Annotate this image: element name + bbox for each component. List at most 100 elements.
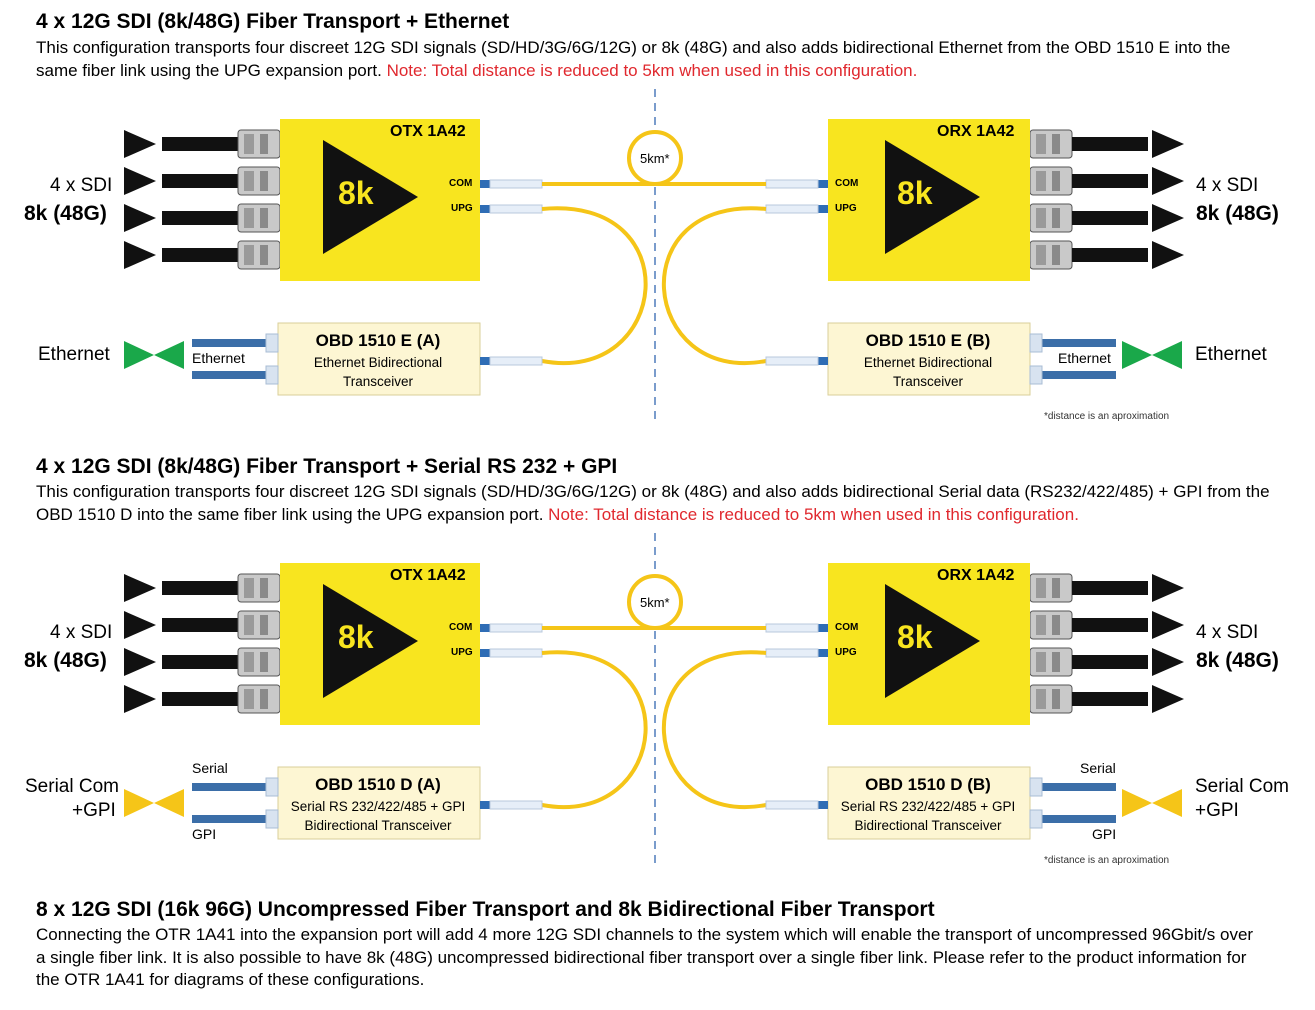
- section-1-desc-text: This configuration transports four discr…: [36, 38, 1231, 80]
- rx-port-connector-2: [818, 205, 828, 213]
- right-bidirectional-icon: [1122, 789, 1152, 817]
- left-sdi-format: 8k (48G): [24, 649, 107, 672]
- left-box-subtitle-1: Ethernet Bidirectional: [313, 355, 443, 370]
- left-aux-label-2: +GPI: [72, 800, 116, 821]
- right-aux-label: Ethernet: [1195, 344, 1267, 365]
- left-sdi-arrow-1: [124, 130, 156, 158]
- tx-device-name: OTX 1A42: [390, 123, 466, 140]
- left-bnc-connector-3-ring: [244, 652, 254, 672]
- left-bnc-connector-4-ring-2: [260, 689, 268, 709]
- left-bnc-connector-2-ring: [244, 615, 254, 635]
- right-aux-label-2: +GPI: [1195, 800, 1239, 821]
- tx-signal-triangle: [323, 584, 418, 698]
- rx-port-com: COM: [835, 622, 859, 633]
- diagram-serial-drawing: [124, 533, 1184, 863]
- left-sdi-count: 4 x SDI: [50, 175, 113, 196]
- left-cable-label: Ethernet: [192, 350, 245, 366]
- left-aux-label: Ethernet: [38, 344, 110, 365]
- left-aux-cable-1: [192, 339, 268, 347]
- left-sdi-arrow-4: [124, 685, 156, 713]
- left-obd-fiber-connector: [480, 801, 490, 809]
- right-box-subtitle-1: Ethernet Bidirectional: [863, 355, 993, 370]
- left-aux-plug-1: [265, 777, 279, 797]
- right-bnc-connector-2-ring-2: [1052, 171, 1060, 191]
- section-1-title: 4 x 12G SDI (8k/48G) Fiber Transport + E…: [36, 10, 510, 33]
- left-box-subtitle-2: Bidirectional Transceiver: [304, 818, 452, 833]
- tx-port-connector-1: [480, 624, 490, 632]
- tx-port-connector-1: [480, 180, 490, 188]
- tx-port-boot-1: [489, 623, 543, 633]
- left-box-subtitle-1: Serial RS 232/422/485 + GPI: [290, 799, 466, 814]
- rx-port-connector-2: [818, 649, 828, 657]
- right-sdi-format: 8k (48G): [1196, 202, 1279, 225]
- tx-device-name: OTX 1A42: [390, 567, 466, 584]
- right-aux-plug-2: [1029, 809, 1043, 829]
- right-sdi-arrow-1: [1152, 574, 1184, 602]
- left-aux-plug-1: [265, 333, 279, 353]
- left-cable-serial-label: Serial: [192, 760, 228, 776]
- left-box-title: OBD 1510 D (A): [315, 775, 441, 794]
- right-box-subtitle-2: Transceiver: [892, 374, 964, 389]
- left-upg-fiber: [541, 206, 648, 365]
- right-bnc-connector-1-ring: [1036, 134, 1046, 154]
- right-bnc-connector-3-ring-2: [1052, 652, 1060, 672]
- rx-triangle-label: 8k: [897, 619, 933, 655]
- left-bnc-connector-4-ring: [244, 245, 254, 265]
- left-sdi-count: 4 x SDI: [50, 622, 113, 643]
- distance-footnote: *distance is an aproximation: [1044, 411, 1170, 422]
- left-bnc-connector-3-ring-2: [260, 208, 268, 228]
- right-bnc-connector-4-ring: [1036, 689, 1046, 709]
- right-upg-fiber: [662, 206, 767, 365]
- right-cable-label: Ethernet: [1058, 350, 1111, 366]
- tx-port-com: COM: [449, 178, 473, 189]
- section-1-note: Note: Total distance is reduced to 5km w…: [386, 60, 918, 80]
- left-sdi-cable-2: [162, 174, 238, 188]
- left-sdi-arrow-2: [124, 611, 156, 639]
- right-box-title: OBD 1510 D (B): [865, 775, 991, 794]
- left-bnc-connector-3-ring: [244, 208, 254, 228]
- left-bnc-connector-2-ring: [244, 171, 254, 191]
- right-aux-cable-2: [1040, 815, 1116, 823]
- right-sdi-arrow-3: [1152, 204, 1184, 232]
- section-1-description: This configuration transports four discr…: [36, 37, 1276, 82]
- right-sdi-arrow-4: [1152, 685, 1184, 713]
- tx-port-connector-2: [480, 205, 490, 213]
- rx-device-name: ORX 1A42: [937, 123, 1015, 140]
- rx-signal-triangle: [885, 140, 980, 254]
- right-sdi-cable-4: [1072, 692, 1148, 706]
- tx-signal-triangle: [323, 140, 418, 254]
- diagram-ethernet: 4 x SDI 8k (48G) 4 x SDI 8k (48G) OTX 1A…: [0, 85, 1315, 425]
- right-sdi-cable-3: [1072, 211, 1148, 225]
- distance-footnote: *distance is an aproximation: [1044, 855, 1170, 866]
- right-bnc-connector-2-ring-2: [1052, 615, 1060, 635]
- rx-port-upg: UPG: [835, 647, 857, 658]
- right-sdi-cable-4: [1072, 248, 1148, 262]
- rx-port-boot-2: [765, 204, 819, 214]
- section-3-title: 8 x 12G SDI (16k 96G) Uncompressed Fiber…: [36, 898, 935, 921]
- left-box-subtitle-2: Transceiver: [342, 374, 414, 389]
- left-sdi-arrow-2: [124, 167, 156, 195]
- right-sdi-count: 4 x SDI: [1196, 175, 1259, 196]
- fiber-spool-loop: [627, 130, 683, 186]
- left-sdi-cable-3: [162, 655, 238, 669]
- right-aux-label-1: Serial Com: [1195, 776, 1289, 797]
- right-aux-cable-2: [1040, 371, 1116, 379]
- right-sdi-arrow-4: [1152, 241, 1184, 269]
- left-sdi-cable-1: [162, 137, 238, 151]
- left-sdi-cable-4: [162, 692, 238, 706]
- left-bnc-connector-4-ring: [244, 689, 254, 709]
- rx-triangle-label: 8k: [897, 175, 933, 211]
- left-sdi-arrow-1: [124, 574, 156, 602]
- tx-port-boot-2: [489, 648, 543, 658]
- right-obd-fiber-connector: [818, 357, 828, 365]
- left-bidirectional-icon: [124, 789, 154, 817]
- right-sdi-arrow-3: [1152, 648, 1184, 676]
- rx-port-boot-1: [765, 179, 819, 189]
- left-sdi-arrow-3: [124, 648, 156, 676]
- rx-signal-triangle: [885, 584, 980, 698]
- right-bnc-connector-4-ring-2: [1052, 245, 1060, 265]
- left-sdi-cable-4: [162, 248, 238, 262]
- left-bnc-connector-2-ring-2: [260, 615, 268, 635]
- right-bnc-connector-4-ring-2: [1052, 689, 1060, 709]
- left-bidirectional-icon-2: [154, 789, 184, 817]
